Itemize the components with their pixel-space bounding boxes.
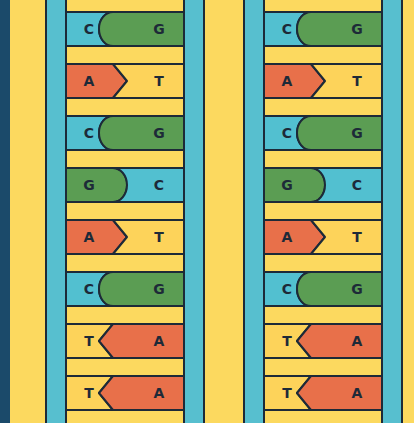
base-letter: G	[281, 178, 293, 192]
base-letter: G	[351, 22, 363, 36]
base-letter: G	[153, 22, 165, 36]
base-shape	[113, 219, 185, 255]
base-outline	[99, 272, 184, 306]
base-outline	[66, 168, 127, 202]
base-letter: C	[282, 282, 292, 296]
base-letter: C	[84, 22, 94, 36]
base-letter: T	[282, 334, 292, 348]
base-letter: G	[83, 178, 95, 192]
base-block: G	[99, 115, 185, 151]
base-outline	[311, 168, 382, 202]
base-letter: T	[352, 74, 362, 88]
base-letter: A	[282, 74, 293, 88]
base-shape	[113, 63, 185, 99]
base-block: A	[297, 323, 383, 359]
base-shape	[297, 115, 383, 151]
base-letter: A	[352, 334, 363, 348]
base-block: G	[297, 11, 383, 47]
base-shape	[263, 167, 325, 203]
base-letter: C	[84, 282, 94, 296]
base-shape	[65, 167, 127, 203]
base-letter: T	[352, 230, 362, 244]
base-shape	[311, 167, 383, 203]
base-block: A	[99, 323, 185, 359]
base-shape	[311, 63, 383, 99]
base-outline	[311, 64, 382, 98]
backbone-rail	[184, 0, 204, 423]
base-block: G	[297, 115, 383, 151]
base-letter: G	[153, 282, 165, 296]
base-letter: G	[351, 126, 363, 140]
base-letter: T	[84, 386, 94, 400]
base-letter: A	[84, 74, 95, 88]
base-letter: T	[154, 230, 164, 244]
side-strip	[0, 0, 10, 423]
base-letter: G	[351, 282, 363, 296]
base-block: T	[113, 219, 185, 255]
base-letter: C	[84, 126, 94, 140]
base-outline	[99, 12, 184, 46]
base-letter: C	[282, 22, 292, 36]
base-block: G	[99, 11, 185, 47]
backbone-rail	[382, 0, 402, 423]
base-letter: T	[154, 74, 164, 88]
backbone-rail	[46, 0, 66, 423]
base-outline	[99, 116, 184, 150]
base-letter: A	[154, 386, 165, 400]
base-block: T	[311, 219, 383, 255]
base-block: C	[113, 167, 185, 203]
base-shape	[99, 323, 185, 359]
base-letter: A	[352, 386, 363, 400]
base-letter: T	[282, 386, 292, 400]
base-shape	[99, 11, 185, 47]
backbone-rail	[244, 0, 264, 423]
base-block: G	[297, 271, 383, 307]
base-outline	[99, 376, 184, 410]
base-block: T	[113, 63, 185, 99]
base-letter: C	[282, 126, 292, 140]
base-outline	[113, 220, 184, 254]
base-letter: C	[352, 178, 362, 192]
base-letter: C	[154, 178, 164, 192]
base-shape	[99, 375, 185, 411]
base-block: G	[263, 167, 325, 203]
base-letter: T	[84, 334, 94, 348]
base-shape	[297, 11, 383, 47]
base-block: G	[99, 271, 185, 307]
base-shape	[297, 375, 383, 411]
base-shape	[113, 167, 185, 203]
base-letter: G	[153, 126, 165, 140]
base-outline	[297, 272, 382, 306]
base-shape	[297, 271, 383, 307]
base-outline	[264, 168, 325, 202]
base-shape	[297, 323, 383, 359]
base-block: G	[65, 167, 127, 203]
base-block: A	[99, 375, 185, 411]
base-block: C	[311, 167, 383, 203]
base-outline	[297, 376, 382, 410]
base-letter: A	[282, 230, 293, 244]
base-outline	[99, 324, 184, 358]
base-shape	[99, 271, 185, 307]
base-block: T	[311, 63, 383, 99]
base-outline	[297, 12, 382, 46]
base-outline	[297, 116, 382, 150]
base-letter: A	[84, 230, 95, 244]
base-letter: A	[154, 334, 165, 348]
base-outline	[297, 324, 382, 358]
base-block: A	[297, 375, 383, 411]
base-outline	[113, 64, 184, 98]
base-outline	[311, 220, 382, 254]
base-outline	[113, 168, 184, 202]
base-shape	[311, 219, 383, 255]
base-shape	[99, 115, 185, 151]
